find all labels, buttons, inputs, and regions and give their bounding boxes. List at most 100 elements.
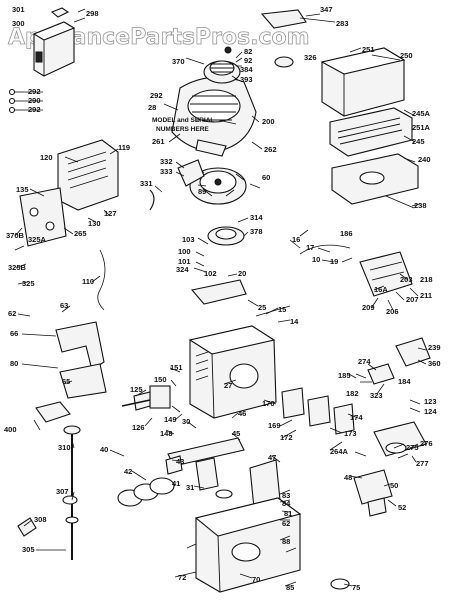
flywheel <box>189 167 247 205</box>
callout-28: 28 <box>148 103 156 112</box>
callout-238: 238 <box>414 201 427 210</box>
control-bracket <box>55 321 107 399</box>
callout-25: 25 <box>258 303 266 312</box>
callout-66: 66 <box>10 329 18 338</box>
callout-400: 400 <box>4 425 17 434</box>
callout-45: 45 <box>232 429 240 438</box>
callout-47: 47 <box>268 453 276 462</box>
brake-assembly <box>353 469 393 517</box>
callout-148: 148 <box>160 429 173 438</box>
callout-173: 173 <box>344 429 357 438</box>
callout-185: 185 <box>338 371 351 380</box>
callout-62: 62 <box>8 309 16 318</box>
callout-19: 19 <box>330 257 338 266</box>
callout-186: 186 <box>340 229 353 238</box>
oil-seal <box>215 489 233 499</box>
callout-347: 347 <box>320 5 333 14</box>
callout-307: 307 <box>56 487 69 496</box>
callout-206: 206 <box>386 307 399 316</box>
callout-100: 100 <box>178 247 191 256</box>
callout-50: 50 <box>390 481 398 490</box>
callout-82: 82 <box>244 47 252 56</box>
callout-46: 46 <box>238 409 246 418</box>
callout-250: 250 <box>400 51 413 60</box>
callout-274: 274 <box>358 357 371 366</box>
flywheel-key-ring <box>207 226 245 246</box>
callout-370B: 370B <box>6 231 25 240</box>
callout-331: 331 <box>140 179 153 188</box>
callout-150: 150 <box>154 375 167 384</box>
callout-310: 310 <box>58 443 71 452</box>
fuel-fitting-screws <box>8 88 24 114</box>
callout-290: 290 <box>28 96 41 105</box>
callout-110: 110 <box>82 277 94 286</box>
callout-151: 151 <box>170 363 183 372</box>
callout-245A: 245A <box>412 109 431 118</box>
callout-42: 42 <box>124 467 132 476</box>
callout-84: 84 <box>282 499 291 508</box>
intake-plate <box>19 187 67 247</box>
callout-16A: 16A <box>374 285 388 294</box>
callout-324: 324 <box>176 265 189 274</box>
ignition-module <box>149 159 205 211</box>
callout-264A: 264A <box>330 447 349 456</box>
callout-172: 172 <box>280 433 293 442</box>
callout-27: 27 <box>224 381 232 390</box>
callout-125: 125 <box>130 385 143 394</box>
callout-43: 43 <box>176 457 184 466</box>
callout-262: 262 <box>264 145 277 154</box>
callout-85: 85 <box>286 583 294 592</box>
callout-40: 40 <box>100 445 108 454</box>
callout-62-b: 62 <box>282 519 290 528</box>
callout-16: 16 <box>292 235 300 244</box>
callout-245: 245 <box>412 137 425 146</box>
callout-292-a: 292 <box>28 87 41 96</box>
muffler-guard <box>35 401 71 423</box>
callout-292-c: 292 <box>150 91 163 100</box>
callout-261: 261 <box>152 137 165 146</box>
dipstick-tube <box>17 425 81 560</box>
callout-60: 60 <box>262 173 270 182</box>
callout-211: 211 <box>420 291 432 300</box>
callout-17: 17 <box>306 243 314 252</box>
callout-378: 378 <box>250 227 263 236</box>
callout-10: 10 <box>312 255 320 264</box>
callout-283: 283 <box>336 19 349 28</box>
callout-251A: 251A <box>412 123 431 132</box>
carburetor-body <box>57 139 119 211</box>
callout-72: 72 <box>178 573 186 582</box>
callout-135: 135 <box>16 185 29 194</box>
callout-314: 314 <box>250 213 263 222</box>
callout-277: 277 <box>416 459 429 468</box>
fuel-line <box>97 249 106 311</box>
callout-207: 207 <box>406 295 419 304</box>
leader-lines <box>14 8 427 587</box>
callout-333: 333 <box>160 167 173 176</box>
callout-203: 203 <box>400 275 413 284</box>
callout-70: 70 <box>252 575 260 584</box>
model-serial-note-line2: NUMBERS HERE <box>156 126 209 133</box>
callout-276: 276 <box>420 439 433 448</box>
air-filter-base <box>331 153 419 205</box>
air-filter-cover <box>320 47 406 117</box>
callout-174: 174 <box>350 413 363 422</box>
callout-20: 20 <box>238 269 246 278</box>
drain-plug <box>330 578 350 590</box>
callout-124: 124 <box>424 407 437 416</box>
callout-209: 209 <box>362 303 375 312</box>
pulley-cup <box>260 9 307 68</box>
callout-239: 239 <box>428 343 441 352</box>
exhaust-gaskets <box>281 387 355 435</box>
callout-92: 92 <box>244 56 252 65</box>
callout-48: 48 <box>344 473 352 482</box>
callout-200: 200 <box>262 117 275 126</box>
callout-323: 323 <box>370 391 383 400</box>
callout-218: 218 <box>420 275 433 284</box>
governor-linkage <box>190 279 291 317</box>
callout-75: 75 <box>352 583 360 592</box>
callout-31: 31 <box>186 483 194 492</box>
callout-300: 300 <box>12 19 25 28</box>
model-serial-note: MODEL and SERIAL NUMBERS HERE <box>152 117 237 133</box>
callout-170: 170 <box>262 399 275 408</box>
